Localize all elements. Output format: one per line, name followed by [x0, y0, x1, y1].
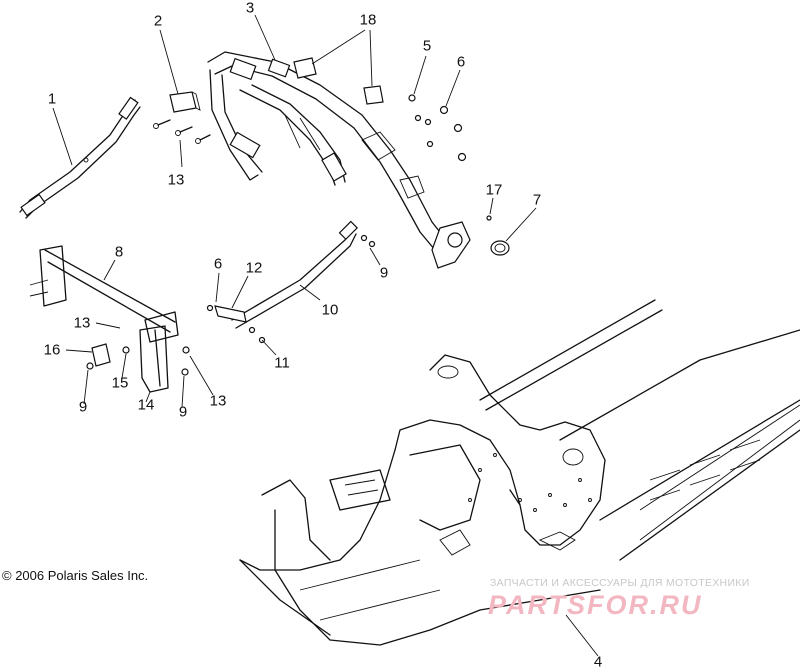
watermark-tagline: ЗАПЧАСТИ И АКСЕССУАРЫ ДЛЯ МОТОТЕХНИКИ — [490, 577, 750, 589]
callout-17: 17 — [485, 181, 503, 199]
callout-13-right: 13 — [209, 392, 227, 410]
part-10-steering-rod — [206, 220, 376, 344]
callout-2: 2 — [153, 12, 163, 30]
callout-8: 8 — [114, 243, 124, 261]
part-18-bumpers — [293, 57, 384, 105]
part-17-fastener — [486, 215, 492, 221]
leader-lines — [52, 14, 599, 657]
callout-9-center: 9 — [178, 403, 188, 421]
watermark-logo: PARTSFOR.RU — [488, 590, 703, 620]
callout-3: 3 — [245, 0, 255, 17]
callout-16: 16 — [43, 341, 61, 359]
callout-6-lower: 6 — [213, 255, 223, 273]
callout-14: 14 — [137, 396, 155, 414]
callout-5: 5 — [422, 37, 432, 55]
callout-9-left: 9 — [78, 398, 88, 416]
part-5-6-hardware — [408, 94, 467, 162]
copyright-notice: © 2006 Polaris Sales Inc. — [2, 568, 149, 583]
part-4-chassis-tunnel — [239, 299, 800, 646]
callout-15: 15 — [111, 374, 129, 392]
callout-10: 10 — [321, 301, 339, 319]
part-8-cross-bar — [29, 245, 179, 343]
callout-12: 12 — [245, 259, 263, 277]
callout-6-upper: 6 — [456, 53, 466, 71]
callout-11: 11 — [274, 354, 290, 372]
part-1-front-bar — [19, 96, 141, 219]
callout-18: 18 — [359, 11, 377, 29]
callout-13-left: 13 — [73, 314, 91, 332]
part-3-frame-support — [207, 51, 471, 269]
part-2-bushing — [153, 91, 211, 144]
callout-9-right: 9 — [379, 264, 389, 282]
part-14-bracket — [86, 325, 190, 393]
callout-7: 7 — [532, 191, 542, 209]
callout-1: 1 — [47, 90, 57, 108]
callout-4: 4 — [593, 653, 603, 670]
part-7-cap — [490, 240, 510, 256]
callout-13-top: 13 — [167, 171, 185, 189]
